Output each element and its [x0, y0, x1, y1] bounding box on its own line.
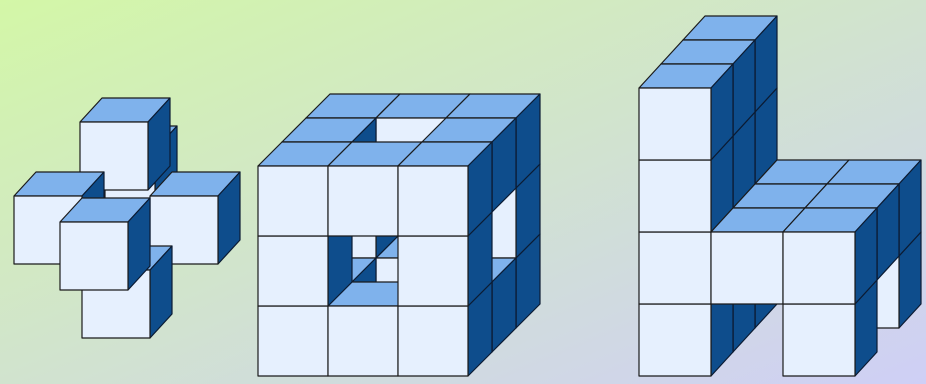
cube-front-face: [639, 88, 711, 160]
cube-front-face: [398, 236, 468, 306]
cube-front-face: [398, 306, 468, 376]
cube-front-face: [783, 304, 855, 376]
cube-front-face: [258, 236, 328, 306]
unit-cube: [783, 208, 877, 304]
cube-front-face: [783, 232, 855, 304]
cube-front-face: [258, 306, 328, 376]
cube-front-face: [328, 166, 398, 236]
cube-front-face: [258, 166, 328, 236]
unit-cube: [398, 142, 492, 236]
cube-front-face: [328, 306, 398, 376]
cube-front-face: [639, 232, 711, 304]
figure-holed-cube: [258, 94, 540, 376]
cube-front-face: [639, 160, 711, 232]
cube-front-face: [639, 304, 711, 376]
cube-front-face: [398, 166, 468, 236]
unit-cube: [60, 198, 150, 290]
unit-cube: [639, 64, 733, 160]
cube-front-face: [711, 232, 783, 304]
cube-front-face: [60, 222, 128, 290]
